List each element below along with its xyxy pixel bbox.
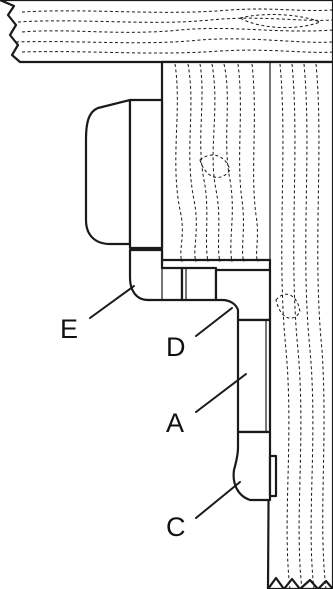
leader-c: [195, 481, 241, 519]
callout-a: A: [166, 408, 184, 438]
top-plank: [0, 0, 333, 64]
leader-d: [195, 307, 233, 337]
elbow-e: [128, 248, 184, 302]
callout-e: E: [60, 314, 78, 344]
round-device: [84, 98, 164, 250]
leader-a: [195, 373, 247, 413]
callout-d: D: [166, 332, 186, 362]
leader-e: [89, 285, 135, 319]
elbow-c: [232, 430, 278, 502]
callout-c: C: [166, 512, 186, 542]
